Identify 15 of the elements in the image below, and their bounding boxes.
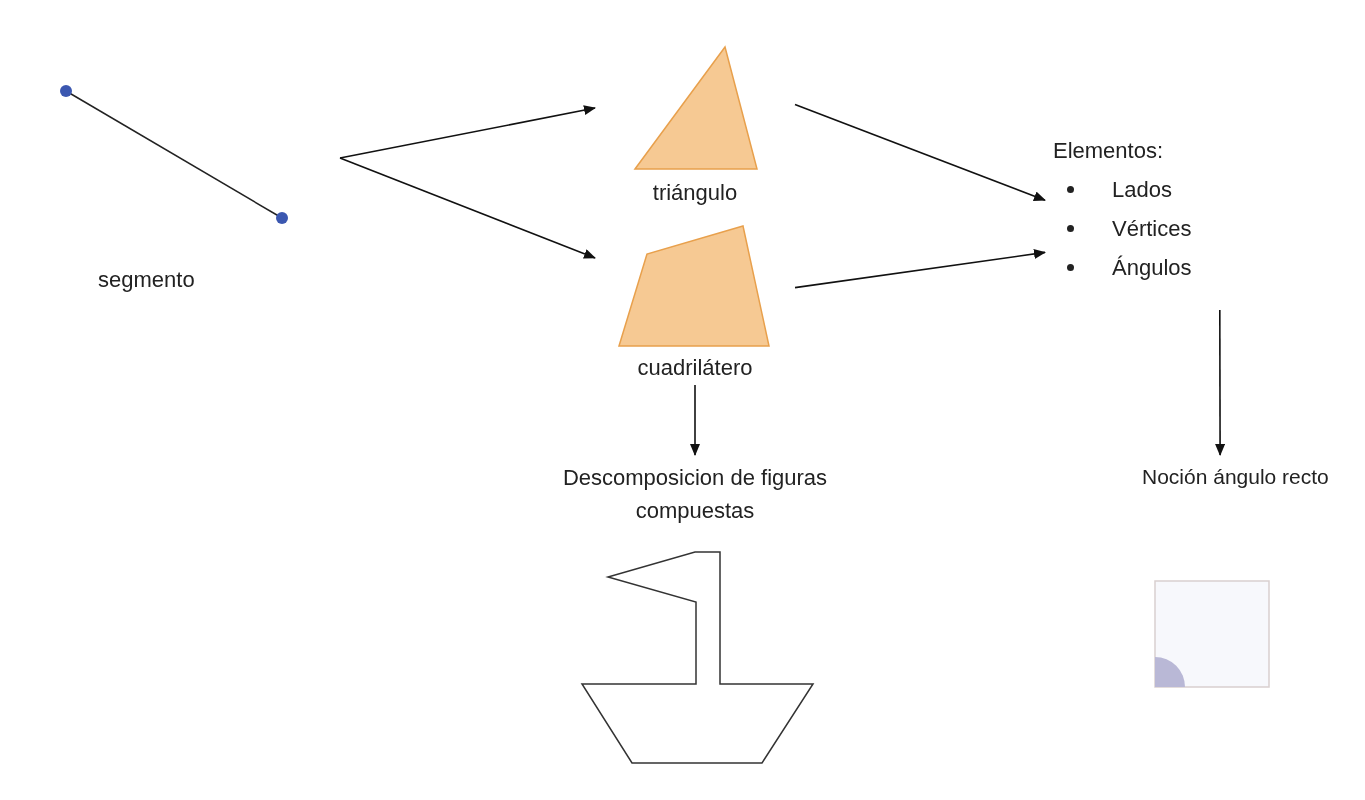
- arrow: [794, 103, 1046, 201]
- arrow: [794, 249, 1046, 289]
- arrow: [339, 105, 596, 159]
- node-label: triángulo: [651, 179, 739, 207]
- arrow: [690, 384, 700, 456]
- node-label: Descomposicion de figuras compuestas: [561, 464, 829, 525]
- node-label: cuadrilátero: [636, 354, 754, 382]
- list-item: Lados: [1112, 176, 1172, 204]
- arrow: [339, 157, 596, 259]
- list-item: Vértices: [1112, 215, 1192, 243]
- arrow: [1215, 309, 1226, 456]
- node-label: segmento: [98, 266, 195, 294]
- list-heading: Elementos:: [1053, 137, 1165, 165]
- node-label: Noción ángulo recto: [1142, 464, 1329, 490]
- list-item: Ángulos: [1112, 254, 1192, 282]
